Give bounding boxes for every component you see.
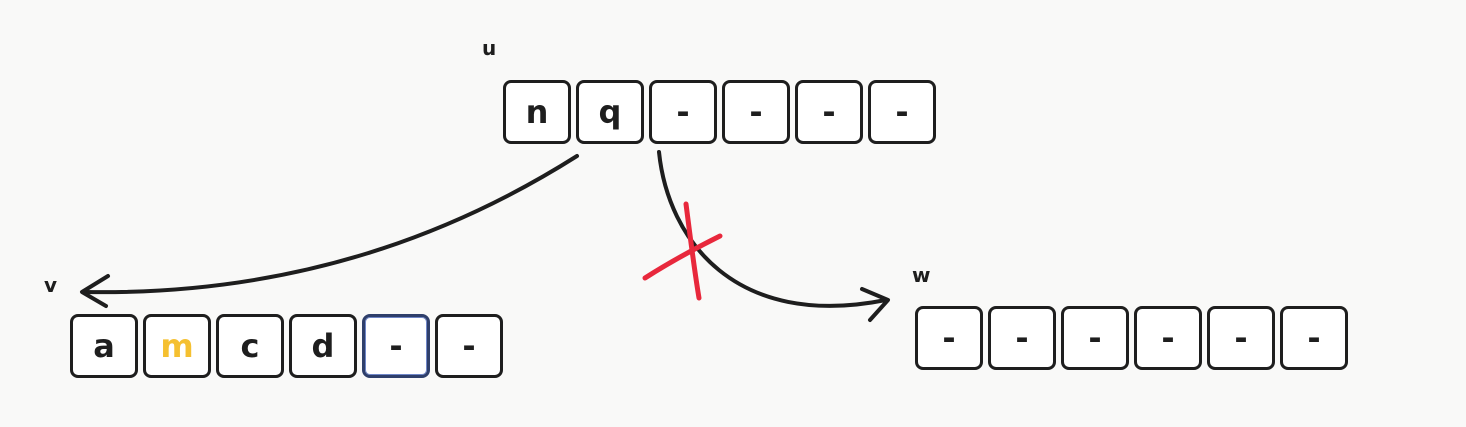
node-w-cell[interactable]: -: [1207, 306, 1275, 370]
cell-text: q: [598, 93, 622, 131]
node-u-array: n q - - - -: [503, 80, 936, 144]
cell-text: -: [676, 93, 690, 131]
node-label-u: u: [482, 36, 497, 60]
cell-text: a: [93, 327, 115, 365]
node-u-cell[interactable]: -: [795, 80, 863, 144]
node-label-v: v: [44, 273, 58, 297]
node-u-cell[interactable]: -: [868, 80, 936, 144]
node-v-cell-selected[interactable]: -: [362, 314, 430, 378]
cell-text: -: [1088, 319, 1102, 357]
edge-u-to-w[interactable]: [657, 150, 888, 308]
node-v-array: a m c d - -: [70, 314, 503, 378]
node-w-cell[interactable]: -: [988, 306, 1056, 370]
arrowhead-to-v: [80, 274, 110, 308]
node-w-cell[interactable]: -: [915, 306, 983, 370]
cell-text: -: [895, 93, 909, 131]
cell-text: -: [462, 327, 476, 365]
node-w-array: - - - - - -: [915, 306, 1348, 370]
blocked-cross-icon: [642, 201, 723, 301]
cell-text: -: [1234, 319, 1248, 357]
cell-text-highlighted: m: [160, 327, 194, 365]
node-u-cell[interactable]: -: [649, 80, 717, 144]
cell-text: n: [525, 93, 549, 131]
cell-text: -: [942, 319, 956, 357]
node-u-cell[interactable]: q: [576, 80, 644, 144]
cell-text: -: [822, 93, 836, 131]
cell-text: -: [1307, 319, 1321, 357]
node-v-cell[interactable]: d: [289, 314, 357, 378]
cell-text: -: [1161, 319, 1175, 357]
node-v-cell[interactable]: c: [216, 314, 284, 378]
node-u-cell[interactable]: -: [722, 80, 790, 144]
cell-text: -: [1015, 319, 1029, 357]
node-v-cell[interactable]: -: [435, 314, 503, 378]
node-w-cell[interactable]: -: [1280, 306, 1348, 370]
cell-text: -: [389, 327, 403, 365]
node-label-w: w: [912, 263, 931, 287]
edge-u-to-v[interactable]: [82, 154, 579, 295]
arrowhead-to-w: [860, 287, 890, 322]
node-w-cell[interactable]: -: [1061, 306, 1129, 370]
cell-text: c: [240, 327, 260, 365]
node-u-cell[interactable]: n: [503, 80, 571, 144]
node-w-cell[interactable]: -: [1134, 306, 1202, 370]
cell-text: -: [749, 93, 763, 131]
node-v-cell[interactable]: a: [70, 314, 138, 378]
node-v-cell-highlighted[interactable]: m: [143, 314, 211, 378]
cell-text: d: [311, 327, 335, 365]
